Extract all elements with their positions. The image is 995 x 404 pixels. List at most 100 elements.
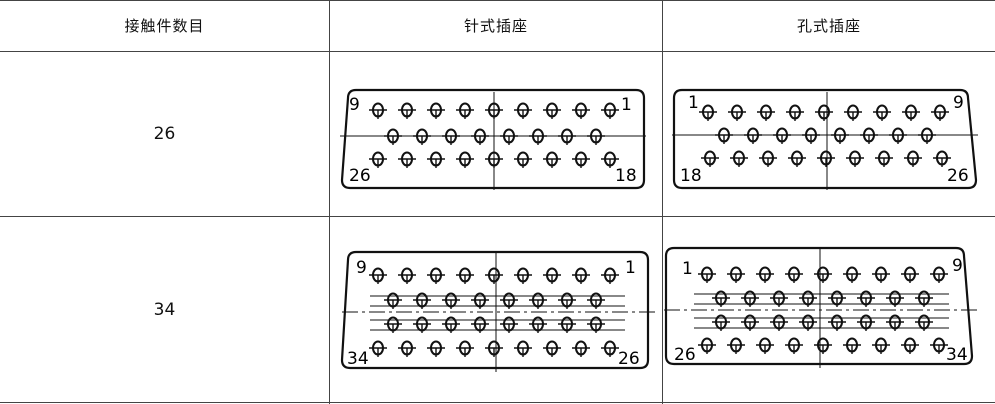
contact xyxy=(786,104,804,121)
label-top-right: 9 xyxy=(952,256,963,276)
contact xyxy=(933,150,951,167)
contact xyxy=(701,150,719,167)
contact xyxy=(471,292,489,309)
contact xyxy=(857,290,875,307)
table-border-bottom xyxy=(0,402,995,403)
contact xyxy=(698,266,716,283)
column-divider-2 xyxy=(662,0,663,404)
row-34-count: 34 xyxy=(153,299,176,320)
row-26-count: 26 xyxy=(153,124,176,144)
contact xyxy=(398,340,416,357)
label-bottom-left: 26 xyxy=(674,345,696,365)
label-bottom-right: 18 xyxy=(615,166,637,186)
contact xyxy=(514,267,532,284)
contact xyxy=(514,151,532,168)
contact xyxy=(814,266,832,283)
contact xyxy=(698,337,716,354)
contact xyxy=(456,267,474,284)
contact xyxy=(759,150,777,167)
contact xyxy=(904,150,922,167)
contact xyxy=(500,128,518,145)
contact xyxy=(413,292,431,309)
contact xyxy=(727,337,745,354)
contact xyxy=(699,104,717,121)
contact xyxy=(846,150,864,167)
contact xyxy=(930,266,948,283)
label-top-left: 9 xyxy=(356,258,367,278)
contact xyxy=(558,128,576,145)
contact xyxy=(844,104,862,121)
contact xyxy=(514,102,532,119)
contact xyxy=(788,150,806,167)
label-bottom-right: 34 xyxy=(946,345,968,365)
contact xyxy=(756,266,774,283)
shell xyxy=(340,250,650,370)
label-bottom-right: 26 xyxy=(947,166,969,186)
label-top-left: 9 xyxy=(349,95,360,115)
contact xyxy=(773,127,791,144)
contact xyxy=(741,290,759,307)
contact xyxy=(785,337,803,354)
contact xyxy=(815,104,833,121)
contact xyxy=(398,267,416,284)
contact xyxy=(384,316,402,333)
label-bottom-left: 26 xyxy=(349,166,371,186)
contact xyxy=(500,316,518,333)
contact xyxy=(398,102,416,119)
contact xyxy=(572,151,590,168)
shell-outline xyxy=(340,88,646,190)
contact xyxy=(529,128,547,145)
label-bottom-left: 18 xyxy=(680,166,702,186)
contact xyxy=(757,104,775,121)
header-hole-socket: 孔式插座 xyxy=(796,17,861,35)
contact xyxy=(413,316,431,333)
shell-outline xyxy=(672,88,978,190)
contact xyxy=(572,102,590,119)
contact xyxy=(828,290,846,307)
contact xyxy=(730,150,748,167)
contact xyxy=(930,337,948,354)
contact xyxy=(802,127,820,144)
contact xyxy=(799,290,817,307)
shell-outline xyxy=(340,250,650,370)
contact xyxy=(572,267,590,284)
contact xyxy=(442,292,460,309)
contact xyxy=(485,151,503,168)
contact xyxy=(756,337,774,354)
contact xyxy=(369,102,387,119)
contact xyxy=(456,151,474,168)
pin-socket-26-drawing: 9 1 26 18 xyxy=(340,88,646,190)
contact xyxy=(601,151,619,168)
contact xyxy=(901,337,919,354)
contact xyxy=(587,316,605,333)
contact xyxy=(741,314,759,331)
contact xyxy=(799,314,817,331)
contact xyxy=(442,128,460,145)
contact xyxy=(712,314,730,331)
contact xyxy=(384,292,402,309)
contact xyxy=(471,128,489,145)
contact xyxy=(875,150,893,167)
contact xyxy=(558,292,576,309)
contact xyxy=(817,150,835,167)
hole-socket-34-drawing: 1 9 26 34 xyxy=(664,246,980,368)
pin-socket-34-drawing: 9 1 34 26 xyxy=(340,250,656,372)
contact xyxy=(514,340,532,357)
shell-outline xyxy=(664,246,974,366)
contact xyxy=(872,337,890,354)
contact xyxy=(814,337,832,354)
label-top-right: 9 xyxy=(953,93,964,113)
pin-grid xyxy=(342,252,656,372)
contact xyxy=(558,316,576,333)
header-divider xyxy=(0,51,995,52)
contact xyxy=(886,290,904,307)
contact xyxy=(727,266,745,283)
shell xyxy=(664,246,974,366)
contact xyxy=(860,127,878,144)
contact xyxy=(857,314,875,331)
contact xyxy=(442,316,460,333)
label-bottom-right: 26 xyxy=(618,349,640,369)
contact xyxy=(529,292,547,309)
contact xyxy=(843,266,861,283)
